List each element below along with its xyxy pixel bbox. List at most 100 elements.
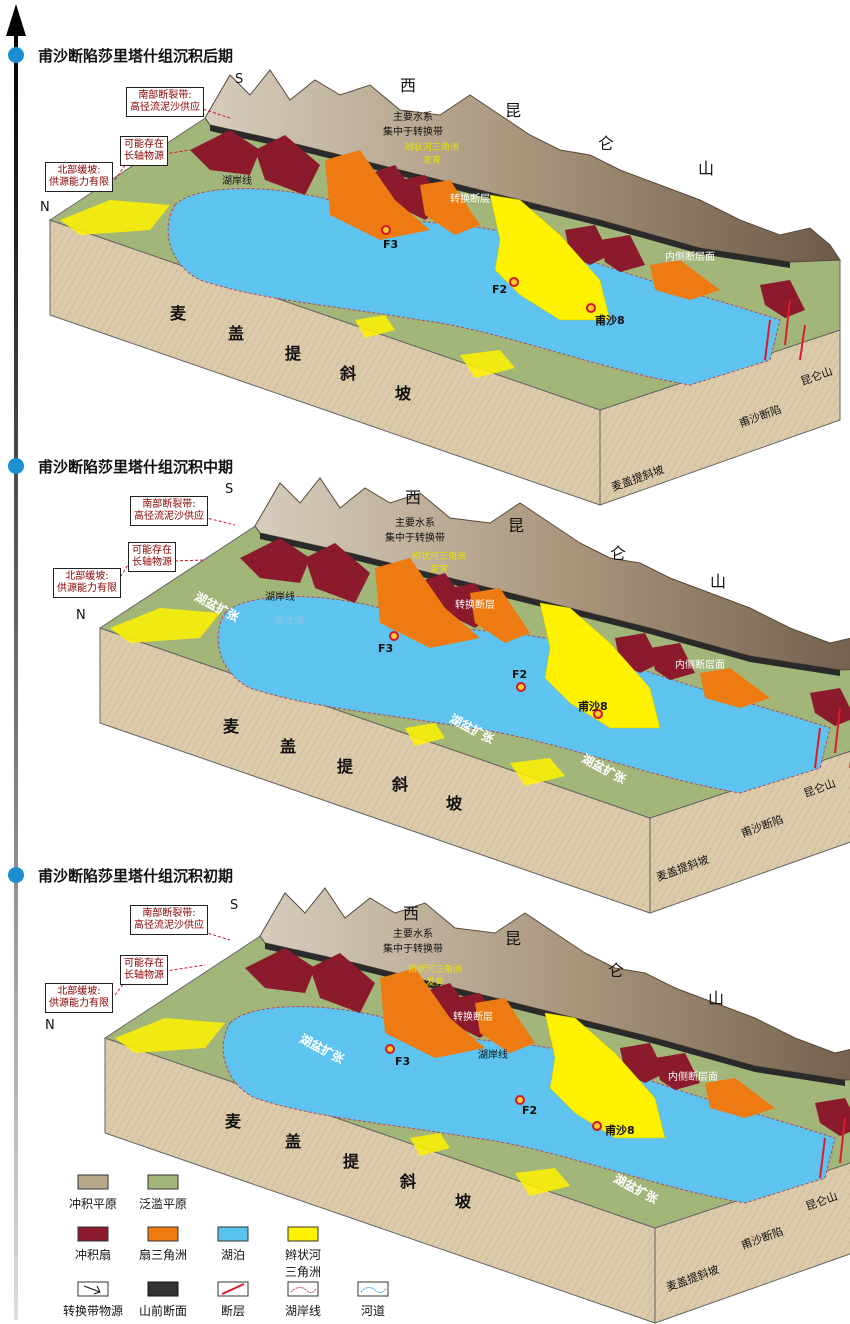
stage-block bbox=[49, 69, 841, 506]
slope-label: 坡 bbox=[455, 1192, 472, 1211]
annotation-line: 供源能力有限 bbox=[49, 998, 109, 1009]
annotation-line: 可能存在 bbox=[124, 958, 164, 969]
mountain-label: 山 bbox=[708, 989, 725, 1008]
stage-marker bbox=[8, 47, 24, 63]
annotation-south-fault: 南部断裂带: 高径流泥沙供应 bbox=[126, 87, 204, 117]
legend-swatch-fault-face bbox=[147, 1281, 179, 1297]
braided-delta-note: 辫状河三角洲 发育 bbox=[408, 962, 462, 988]
well-label: F3 bbox=[395, 1055, 411, 1068]
legend-label: 湖岸线 bbox=[284, 1304, 321, 1318]
annotation-long-axis: 可能存在 长轴物源 bbox=[120, 136, 168, 166]
stage-block bbox=[99, 477, 850, 914]
annotation-line: 高径流泥沙供应 bbox=[134, 920, 204, 931]
legend-label: 冲积平原 bbox=[68, 1197, 117, 1211]
mountain-label: 仑 bbox=[608, 961, 625, 980]
water-system-label: 主要水系 集中于转换带 bbox=[383, 925, 443, 955]
slope-label: 盖 bbox=[280, 737, 297, 756]
stage-title: 甫沙断陷莎里塔什组沉积初期 bbox=[38, 867, 234, 885]
water-system-label: 主要水系 集中于转换带 bbox=[385, 514, 445, 544]
legend-swatch-alluvial-plain bbox=[77, 1174, 109, 1190]
braided-delta-note: 辫状河三角洲 发育 bbox=[405, 140, 459, 166]
annotation-long-axis: 可能存在 长轴物源 bbox=[120, 955, 168, 985]
compass-south: S bbox=[230, 898, 239, 913]
slope-label: 提 bbox=[343, 1152, 360, 1171]
annotation-north-slope: 北部缓坡: 供源能力有限 bbox=[45, 983, 113, 1013]
annotation-line: 高径流泥沙供应 bbox=[130, 102, 200, 113]
slope-label: 坡 bbox=[395, 384, 412, 403]
annotation-line: 高径流泥沙供应 bbox=[134, 511, 204, 522]
slope-label: 斜 bbox=[400, 1172, 417, 1191]
annotation-line: 长轴物源 bbox=[132, 557, 172, 568]
legend-graphics bbox=[77, 1174, 389, 1297]
annotation-line: 南部断裂带: bbox=[138, 90, 192, 101]
annotation-north-slope: 北部缓坡: 供源能力有限 bbox=[45, 162, 113, 192]
slope-label: 麦 bbox=[223, 717, 240, 736]
mountain-label: 山 bbox=[698, 159, 715, 178]
annotation-line: 南部断裂带: bbox=[142, 499, 196, 510]
label-line: 集中于转换带 bbox=[385, 533, 445, 544]
slope-label: 麦 bbox=[170, 304, 187, 323]
annotation-line: 可能存在 bbox=[124, 139, 164, 150]
label-line: 辫状河三角洲 bbox=[405, 143, 460, 153]
stage-title: 甫沙断陷莎里塔什组沉积中期 bbox=[38, 458, 234, 476]
mountain-label: 山 bbox=[710, 572, 727, 591]
compass-north: N bbox=[40, 200, 50, 215]
annotation-line: 长轴物源 bbox=[124, 970, 164, 981]
legend-label: 泛滥平原 bbox=[138, 1197, 187, 1211]
label-line: 集中于转换带 bbox=[383, 944, 443, 955]
legend-swatch-flood-plain bbox=[147, 1174, 179, 1190]
slope-label: 提 bbox=[285, 344, 302, 363]
mountain-label: 西 bbox=[403, 904, 420, 923]
well-label: F2 bbox=[512, 668, 528, 681]
annotation-south-fault: 南部断裂带: 高径流泥沙供应 bbox=[130, 905, 208, 935]
braided-delta-note: 辫状河三角洲 发育 bbox=[412, 549, 466, 575]
mountain-label: 昆 bbox=[505, 929, 522, 948]
label-line: 发育 bbox=[430, 565, 449, 575]
legend-swatch-lake bbox=[217, 1226, 249, 1242]
compass-south: S bbox=[225, 482, 234, 497]
label-line: 辫状河三角洲 bbox=[412, 552, 467, 562]
well-label: F3 bbox=[378, 642, 394, 655]
label-line: 主要水系 bbox=[395, 518, 435, 529]
mountain-label: 昆 bbox=[508, 516, 525, 535]
shoreline-label: 湖岸线 bbox=[222, 176, 252, 187]
legend-label: 河道 bbox=[360, 1304, 385, 1318]
annotation-line: 可能存在 bbox=[132, 545, 172, 556]
legend-label: 断层 bbox=[220, 1304, 245, 1318]
mountain-label: 仑 bbox=[610, 544, 627, 563]
fault-label: 转换断层 bbox=[450, 194, 490, 205]
legend-swatch-alluvial-fan bbox=[77, 1226, 109, 1242]
annotation-line: 北部缓坡: bbox=[57, 986, 101, 997]
slope-label: 麦 bbox=[225, 1112, 242, 1131]
annotation-line: 长轴物源 bbox=[124, 151, 164, 162]
compass-south: S bbox=[235, 72, 244, 87]
stage-title: 甫沙断陷莎里塔什组沉积后期 bbox=[38, 47, 234, 65]
legend-label: 湖泊 bbox=[220, 1248, 245, 1262]
mountain-label: 仑 bbox=[598, 134, 615, 153]
shoreline-label: 湖岸线 bbox=[265, 592, 295, 603]
shallow-lake-label: 滨浅湖 bbox=[274, 616, 304, 627]
annotation-line: 南部断裂带: bbox=[142, 908, 196, 919]
well-label: 甫沙8 bbox=[595, 314, 625, 327]
legend-label: 辫状河 三角洲 bbox=[284, 1248, 321, 1279]
label-line: 主要水系 bbox=[393, 112, 433, 123]
annotation-north-slope: 北部缓坡: 供源能力有限 bbox=[53, 568, 121, 598]
inner-fault-label: 内侧断层面 bbox=[675, 660, 725, 671]
slope-label: 斜 bbox=[392, 775, 409, 794]
legend-label: 冲积扇 bbox=[74, 1248, 111, 1262]
well-label: 甫沙8 bbox=[605, 1124, 635, 1137]
slope-label: 斜 bbox=[340, 364, 357, 383]
inner-fault-label: 内侧断层面 bbox=[668, 1072, 718, 1083]
shoreline-label: 湖岸线 bbox=[478, 1050, 508, 1061]
slope-label: 盖 bbox=[285, 1132, 302, 1151]
slope-label: 坡 bbox=[446, 794, 463, 813]
well-label: F2 bbox=[522, 1104, 538, 1117]
slope-label: 盖 bbox=[228, 324, 245, 343]
label-line: 发育 bbox=[426, 978, 445, 988]
well-label: F3 bbox=[383, 238, 399, 251]
label-line: 集中于转换带 bbox=[383, 127, 443, 138]
slope-label: 提 bbox=[337, 757, 354, 776]
mountain-label: 西 bbox=[405, 488, 422, 507]
annotation-south-fault: 南部断裂带: 高径流泥沙供应 bbox=[130, 496, 208, 526]
water-system-label: 主要水系 集中于转换带 bbox=[383, 108, 443, 138]
